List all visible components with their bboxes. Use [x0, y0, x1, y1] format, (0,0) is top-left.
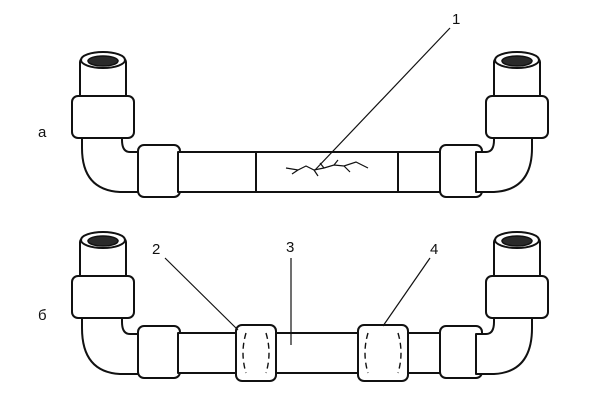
- right-stub-bore-a: [501, 55, 533, 67]
- callout-line-4: [382, 257, 431, 327]
- callout-line-2: [164, 257, 239, 331]
- left-elbow-coupling-b: [71, 275, 135, 319]
- sleeve-hidden-edge-left: [242, 332, 270, 374]
- left-stub-bore-a: [87, 55, 119, 67]
- repair-sleeve-left: [235, 324, 277, 382]
- callout-3: 3: [286, 239, 294, 256]
- straight-pipe-b-right: [403, 332, 445, 374]
- callout-4: 4: [430, 241, 438, 258]
- panel-a-pipe-assembly: [71, 51, 549, 198]
- left-stub-bore-b: [87, 235, 119, 247]
- left-horizontal-coupling-b: [137, 325, 181, 379]
- panel-b-pipe-assembly: [71, 231, 549, 382]
- straight-pipe-a: [177, 151, 445, 193]
- right-stub-bore-b: [501, 235, 533, 247]
- right-elbow-coupling-b: [485, 275, 549, 319]
- crack-icon: [285, 159, 369, 177]
- callout-line-1: [314, 27, 451, 171]
- inserted-pipe-section: [269, 332, 363, 374]
- left-horizontal-coupling-a: [137, 144, 181, 198]
- callout-1: 1: [452, 11, 460, 28]
- straight-pipe-b-left: [177, 332, 239, 374]
- sleeve-hidden-edge-right: [364, 332, 402, 374]
- panel-label-a: а: [38, 124, 47, 141]
- left-elbow-coupling-a: [71, 95, 135, 139]
- callout-2: 2: [152, 241, 160, 258]
- right-elbow-coupling-a: [485, 95, 549, 139]
- panel-label-b: б: [38, 307, 47, 324]
